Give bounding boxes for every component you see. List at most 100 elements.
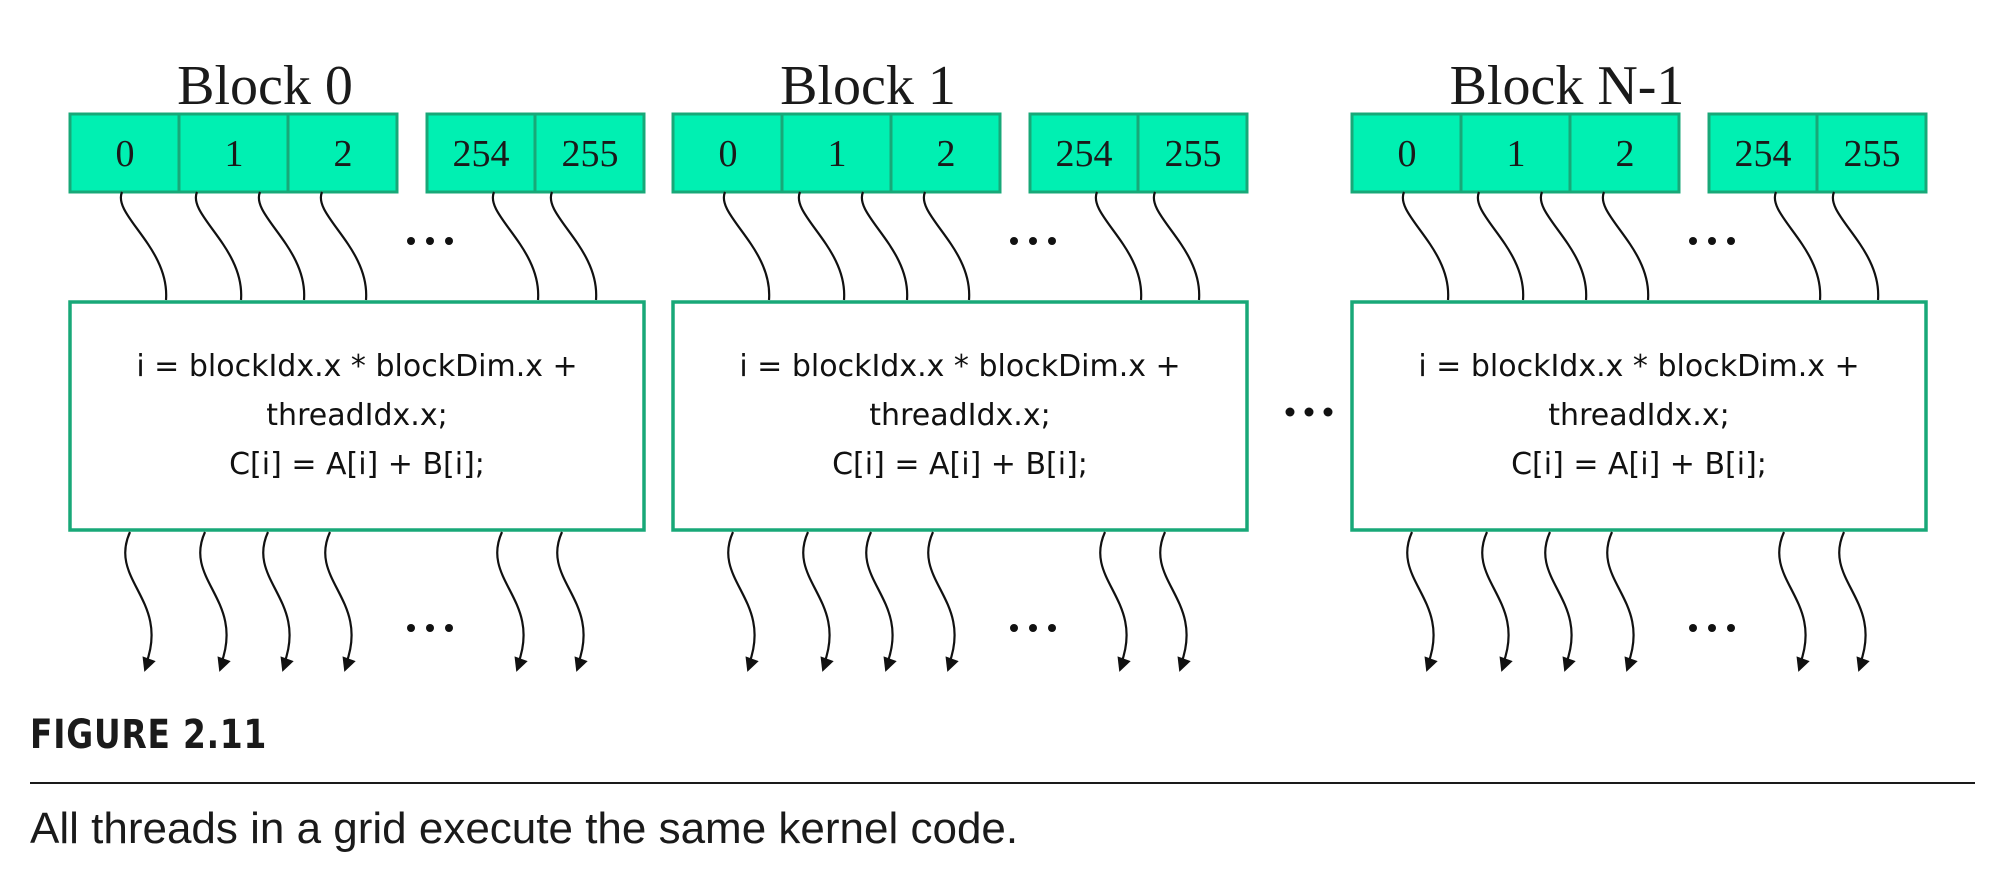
- thread-line: [922, 191, 971, 301]
- figure-label: FIGURE 2.11: [30, 712, 268, 758]
- ellipsis: [1689, 624, 1735, 632]
- thread-index-label: 2: [937, 133, 956, 175]
- thread-index-label: 2: [1616, 133, 1635, 175]
- thread-line: [1838, 531, 1867, 665]
- arrowhead: [337, 656, 356, 675]
- arrowhead: [212, 656, 231, 675]
- thread-index-label: 254: [1056, 133, 1113, 175]
- thread-index-label: 0: [116, 133, 135, 175]
- thread-cell: [1815, 112, 1928, 194]
- kernel-line: i = blockIdx.x * blockDim.x +: [1418, 349, 1859, 384]
- block-0: Block 0 0 1 2 254 255: [68, 55, 646, 675]
- block-title: Block N-1: [1450, 55, 1685, 117]
- kernel-code-box: [1350, 300, 1928, 532]
- thread-line: [194, 191, 243, 301]
- figure-caption-area: FIGURE 2.11 All threads in a grid execut…: [30, 712, 1975, 853]
- thread-line: [124, 531, 153, 665]
- thread-index-label: 1: [225, 133, 244, 175]
- arrowhead: [1619, 656, 1638, 675]
- thread-index-label: 0: [719, 133, 738, 175]
- arrowhead: [878, 656, 897, 675]
- caption-divider: [30, 782, 1975, 784]
- kernel-line: i = blockIdx.x * blockDim.x +: [739, 349, 1180, 384]
- thread-line: [1406, 531, 1435, 665]
- arrowhead: [740, 656, 759, 675]
- thread-cell: [780, 112, 893, 194]
- thread-cell: [177, 112, 290, 194]
- thread-index-label: 255: [562, 133, 619, 175]
- thread-line: [1099, 531, 1128, 665]
- thread-index-label: 2: [334, 133, 353, 175]
- thread-cell: [1028, 112, 1140, 194]
- thread-cell: [671, 112, 784, 194]
- thread-line: [257, 191, 306, 301]
- thread-line: [1094, 191, 1143, 301]
- kernel-line: threadIdx.x;: [1548, 398, 1729, 433]
- kernel-line: C[i] = A[i] + B[i];: [832, 447, 1088, 482]
- kernel-code-box: [671, 300, 1249, 532]
- arrowhead: [1851, 656, 1870, 675]
- arrowhead: [275, 656, 294, 675]
- thread-line: [1476, 191, 1525, 301]
- thread-line: [1831, 191, 1880, 301]
- arrowhead: [1791, 656, 1810, 675]
- block-title: Block 0: [177, 55, 353, 117]
- thread-cell: [1350, 112, 1463, 194]
- thread-line: [549, 191, 598, 301]
- thread-line: [802, 531, 831, 665]
- arrowhead: [137, 656, 156, 675]
- thread-line: [1606, 531, 1635, 665]
- thread-lines-bottom: [727, 531, 1191, 675]
- blocks-ellipsis: [1285, 407, 1333, 417]
- thread-lines-bottom: [1406, 531, 1870, 675]
- thread-line: [119, 191, 168, 301]
- thread-lines-top: [1401, 191, 1880, 301]
- thread-line: [1544, 531, 1573, 665]
- arrowhead: [940, 656, 959, 675]
- figure-caption: All threads in a grid execute the same k…: [30, 804, 1019, 853]
- ellipsis: [1689, 237, 1735, 245]
- arrowhead: [1112, 656, 1131, 675]
- thread-line: [496, 531, 525, 665]
- ellipsis: [407, 237, 453, 245]
- thread-cells: 0 1 2 254 255: [68, 112, 646, 194]
- thread-cell: [68, 112, 181, 194]
- thread-line: [1481, 531, 1510, 665]
- thread-line: [1539, 191, 1588, 301]
- thread-line: [1778, 531, 1807, 665]
- thread-line: [319, 191, 368, 301]
- thread-cell: [1568, 112, 1681, 194]
- thread-line: [556, 531, 585, 665]
- block-title: Block 1: [780, 55, 956, 117]
- thread-line: [865, 531, 894, 665]
- thread-lines-top: [722, 191, 1201, 301]
- kernel-line: i = blockIdx.x * blockDim.x +: [136, 349, 577, 384]
- thread-line: [860, 191, 909, 301]
- thread-index-label: 254: [453, 133, 510, 175]
- arrowhead: [1494, 656, 1513, 675]
- ellipsis: [1010, 624, 1056, 632]
- thread-cell: [1136, 112, 1249, 194]
- arrowhead: [509, 656, 528, 675]
- arrowhead: [1419, 656, 1438, 675]
- thread-index-label: 255: [1165, 133, 1222, 175]
- thread-cells: 0 1 2 254 255: [671, 112, 1249, 194]
- ellipsis: [1010, 237, 1056, 245]
- thread-cell: [889, 112, 1002, 194]
- thread-line: [324, 531, 353, 665]
- thread-line: [797, 191, 846, 301]
- thread-lines-bottom: [124, 531, 588, 675]
- thread-line: [1159, 531, 1188, 665]
- arrowhead: [1172, 656, 1191, 675]
- grid-diagram: Block 0 0 1 2 254 255: [68, 55, 1928, 675]
- thread-index-label: 1: [1507, 133, 1526, 175]
- thread-line: [262, 531, 291, 665]
- thread-line: [491, 191, 540, 301]
- thread-cell: [1707, 112, 1819, 194]
- thread-line: [199, 531, 228, 665]
- thread-index-label: 255: [1844, 133, 1901, 175]
- kernel-code-box: [68, 300, 646, 532]
- thread-cell: [1459, 112, 1572, 194]
- block-1: Block 1 0 1 2 254 255: [671, 55, 1249, 675]
- kernel-line: threadIdx.x;: [869, 398, 1050, 433]
